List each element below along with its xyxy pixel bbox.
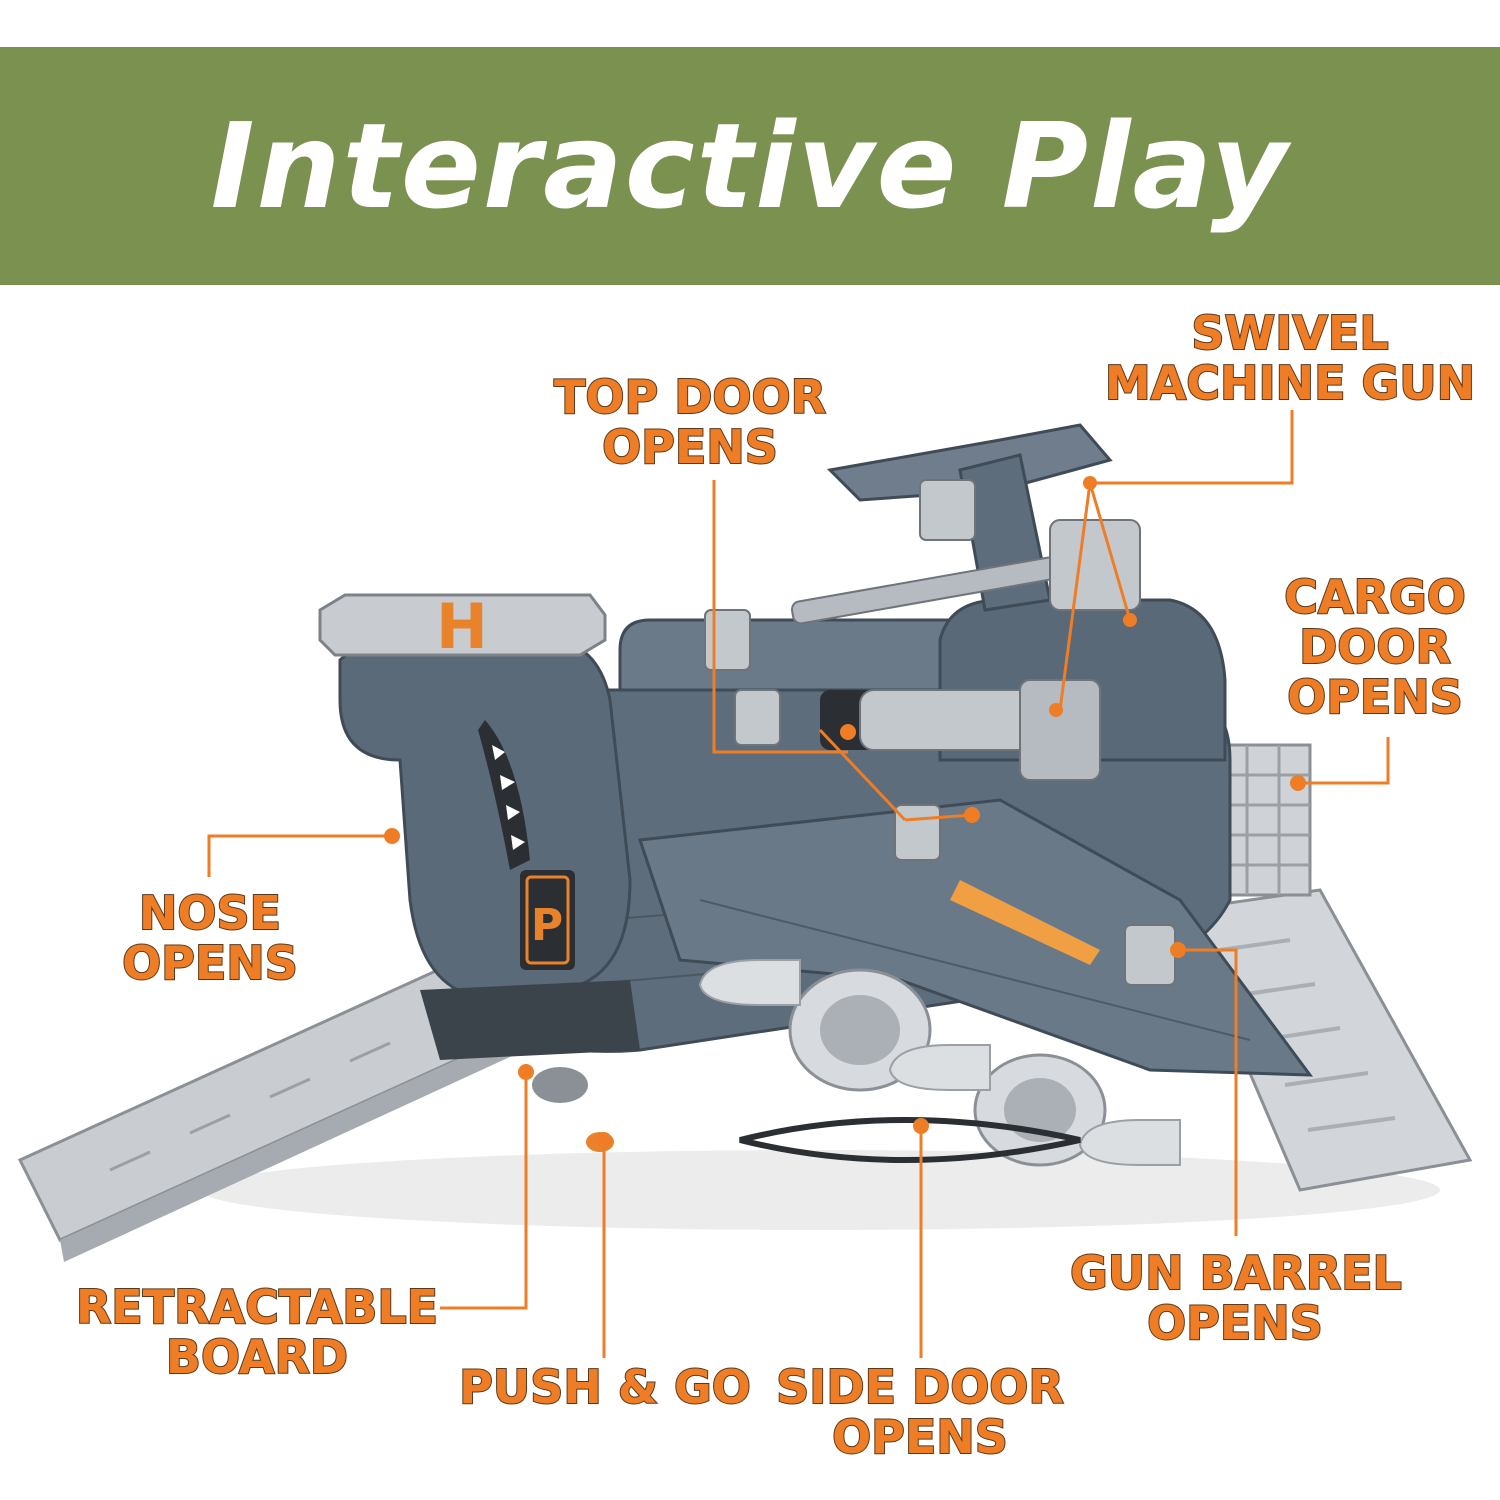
callout-side-door-line-1: SIDE DOOR <box>775 1360 1065 1414</box>
callout-retractable-line-2: BOARD <box>165 1330 349 1384</box>
callout-swivel-line-2: MACHINE GUN <box>1104 356 1476 410</box>
callout-side-door-line-2: OPENS <box>831 1410 1009 1464</box>
callout-dots <box>384 476 1306 1148</box>
callout-nose: NOSE OPENS <box>110 886 310 990</box>
callout-retractable-board: RETRACTABLE BOARD <box>72 1280 442 1384</box>
helipad-letter: H <box>436 590 488 663</box>
callout-gun-barrel-line-1: GUN BARREL <box>1069 1246 1403 1300</box>
callout-retractable-line-1: RETRACTABLE <box>75 1280 439 1334</box>
callout-cargo-door: CARGO DOOR OPENS <box>1270 570 1480 724</box>
title-banner <box>0 47 1500 285</box>
callout-push-and-go: PUSH & GO <box>455 1360 755 1414</box>
engines-and-missiles <box>698 959 1181 1167</box>
callout-gun-barrel: GUN BARREL OPENS <box>1069 1246 1403 1350</box>
callout-top-door: TOP DOOR OPENS <box>540 370 840 474</box>
callout-gun-barrel-line-2: OPENS <box>1146 1296 1324 1350</box>
callout-push-go-line-1: PUSH & GO <box>458 1360 752 1414</box>
callout-side-door: SIDE DOOR OPENS <box>770 1360 1070 1464</box>
callout-top-door-line-1: TOP DOOR <box>553 370 827 424</box>
badge-letter: P <box>531 900 563 951</box>
callout-cargo-line-1: CARGO <box>1283 570 1467 624</box>
wing <box>637 798 1314 1077</box>
callout-top-door-line-2: OPENS <box>601 420 779 474</box>
nose-section: H P <box>318 590 640 1060</box>
banner-title: Interactive Play <box>210 97 1290 235</box>
callout-nose-line-1: NOSE <box>138 886 282 940</box>
callout-swivel-line-1: SWIVEL <box>1190 306 1389 360</box>
callout-cargo-line-3: OPENS <box>1286 670 1464 724</box>
machine-guns <box>704 479 1176 986</box>
callout-lines <box>207 410 1390 1358</box>
callout-swivel-machine-gun: SWIVEL MACHINE GUN <box>1100 306 1480 410</box>
callout-cargo-line-2: DOOR <box>1298 620 1452 674</box>
callout-nose-line-2: OPENS <box>121 936 299 990</box>
